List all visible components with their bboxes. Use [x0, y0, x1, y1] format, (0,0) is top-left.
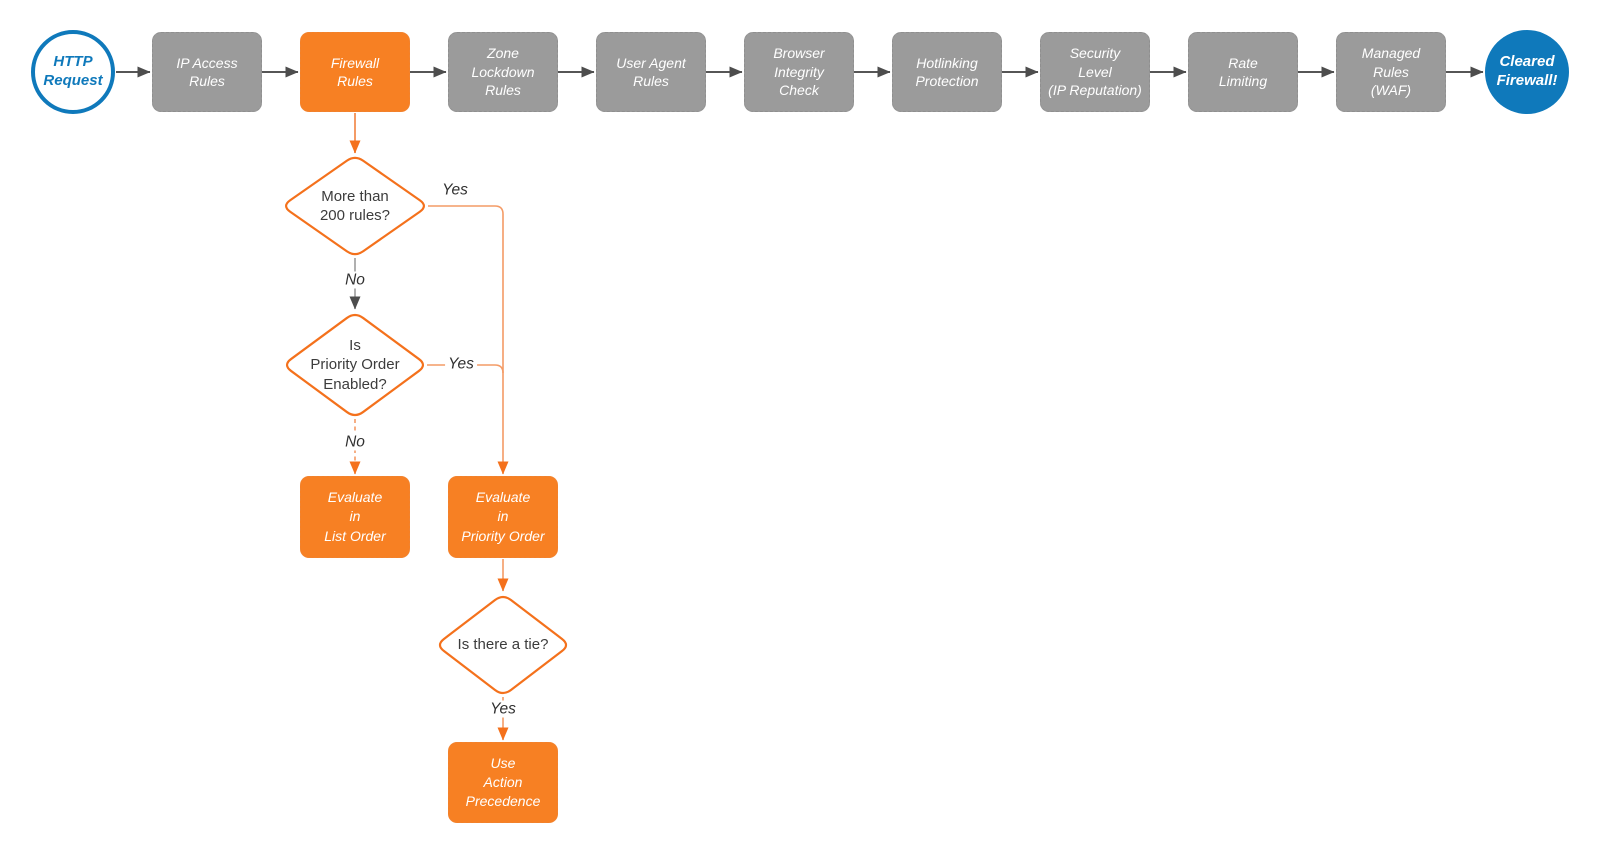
- edge-label-decision1-yes: Yes: [439, 181, 471, 199]
- start-node-http-request[interactable]: HTTP Request: [31, 30, 115, 114]
- stage-hotlinking-protection[interactable]: Hotlinking Protection: [892, 32, 1002, 112]
- decision-priority-order-enabled[interactable]: [285, 313, 425, 417]
- arrow-decision2-yes-merge: [427, 364, 504, 374]
- stage-firewall-rules[interactable]: Firewall Rules: [300, 32, 410, 112]
- edge-label-decision2-yes: Yes: [445, 355, 477, 373]
- stage-managed-rules-waf[interactable]: Managed Rules (WAF): [1336, 32, 1446, 112]
- stage-zone-lockdown-rules[interactable]: Zone Lockdown Rules: [448, 32, 558, 112]
- stage-security-level-ip-reputation[interactable]: Security Level (IP Reputation): [1040, 32, 1150, 112]
- decision-more-than-200-rules-label: More than 200 rules?: [319, 187, 391, 224]
- stage-user-agent-rules[interactable]: User Agent Rules: [596, 32, 706, 112]
- decision-priority-order-enabled-label: Is Priority Order Enabled?: [310, 337, 400, 393]
- action-use-action-precedence[interactable]: Use Action Precedence: [448, 742, 558, 823]
- stage-browser-integrity-check[interactable]: Browser Integrity Check: [744, 32, 854, 112]
- edge-label-decision2-no: No: [342, 433, 368, 451]
- decision-more-than-200-rules[interactable]: [285, 156, 425, 256]
- end-node-cleared-firewall[interactable]: Cleared Firewall!: [1485, 30, 1569, 114]
- edge-label-decision1-no: No: [342, 271, 368, 289]
- decision-is-there-a-tie[interactable]: [438, 595, 568, 695]
- stage-rate-limiting[interactable]: Rate Limiting: [1188, 32, 1298, 112]
- decision-is-there-a-tie-label: Is there a tie?: [457, 636, 549, 654]
- stage-ip-access-rules[interactable]: IP Access Rules: [152, 32, 262, 112]
- action-evaluate-in-priority-order[interactable]: Evaluate in Priority Order: [448, 476, 558, 558]
- action-evaluate-in-list-order[interactable]: Evaluate in List Order: [300, 476, 410, 558]
- edge-label-decision3-yes: Yes: [487, 700, 519, 718]
- arrow-decision1-yes-to-priority-order: [428, 205, 509, 475]
